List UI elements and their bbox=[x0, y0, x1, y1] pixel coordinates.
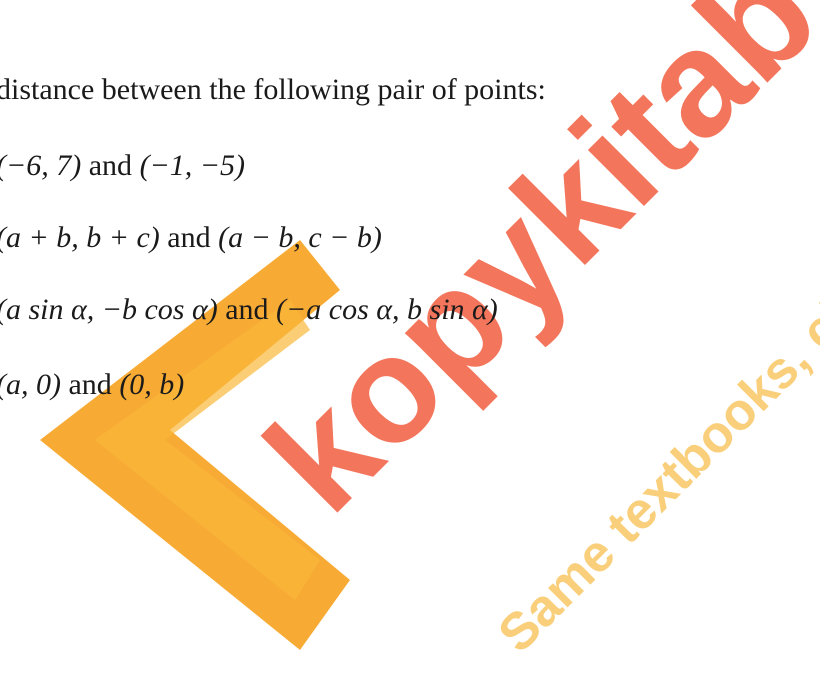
connector: and bbox=[68, 368, 112, 401]
list-item: (a + b, b + c) and (a − b, c − b) bbox=[0, 220, 382, 256]
point-first: (a sin α, −b cos α) bbox=[0, 293, 218, 326]
point-first: (a + b, b + c) bbox=[0, 221, 160, 254]
point-second: (−1, −5) bbox=[139, 149, 246, 182]
point-first: (−6, 7) bbox=[0, 149, 82, 182]
list-item: (a, 0) and (0, b) bbox=[0, 367, 184, 403]
connector: and bbox=[88, 149, 133, 182]
point-first: (a, 0) bbox=[0, 368, 61, 401]
connector: and bbox=[225, 293, 269, 326]
watermark-logo-k-inner bbox=[95, 300, 320, 600]
point-second: (a − b, c − b) bbox=[218, 221, 382, 254]
intro-text: distance between the following pair of p… bbox=[0, 73, 546, 106]
list-item: (a sin α, −b cos α) and (−a cos α, b sin… bbox=[0, 292, 498, 328]
point-second: (0, b) bbox=[119, 368, 185, 401]
list-item: (−6, 7) and (−1, −5) bbox=[0, 148, 245, 184]
connector: and bbox=[167, 221, 211, 254]
point-second: (−a cos α, b sin α) bbox=[276, 293, 498, 326]
